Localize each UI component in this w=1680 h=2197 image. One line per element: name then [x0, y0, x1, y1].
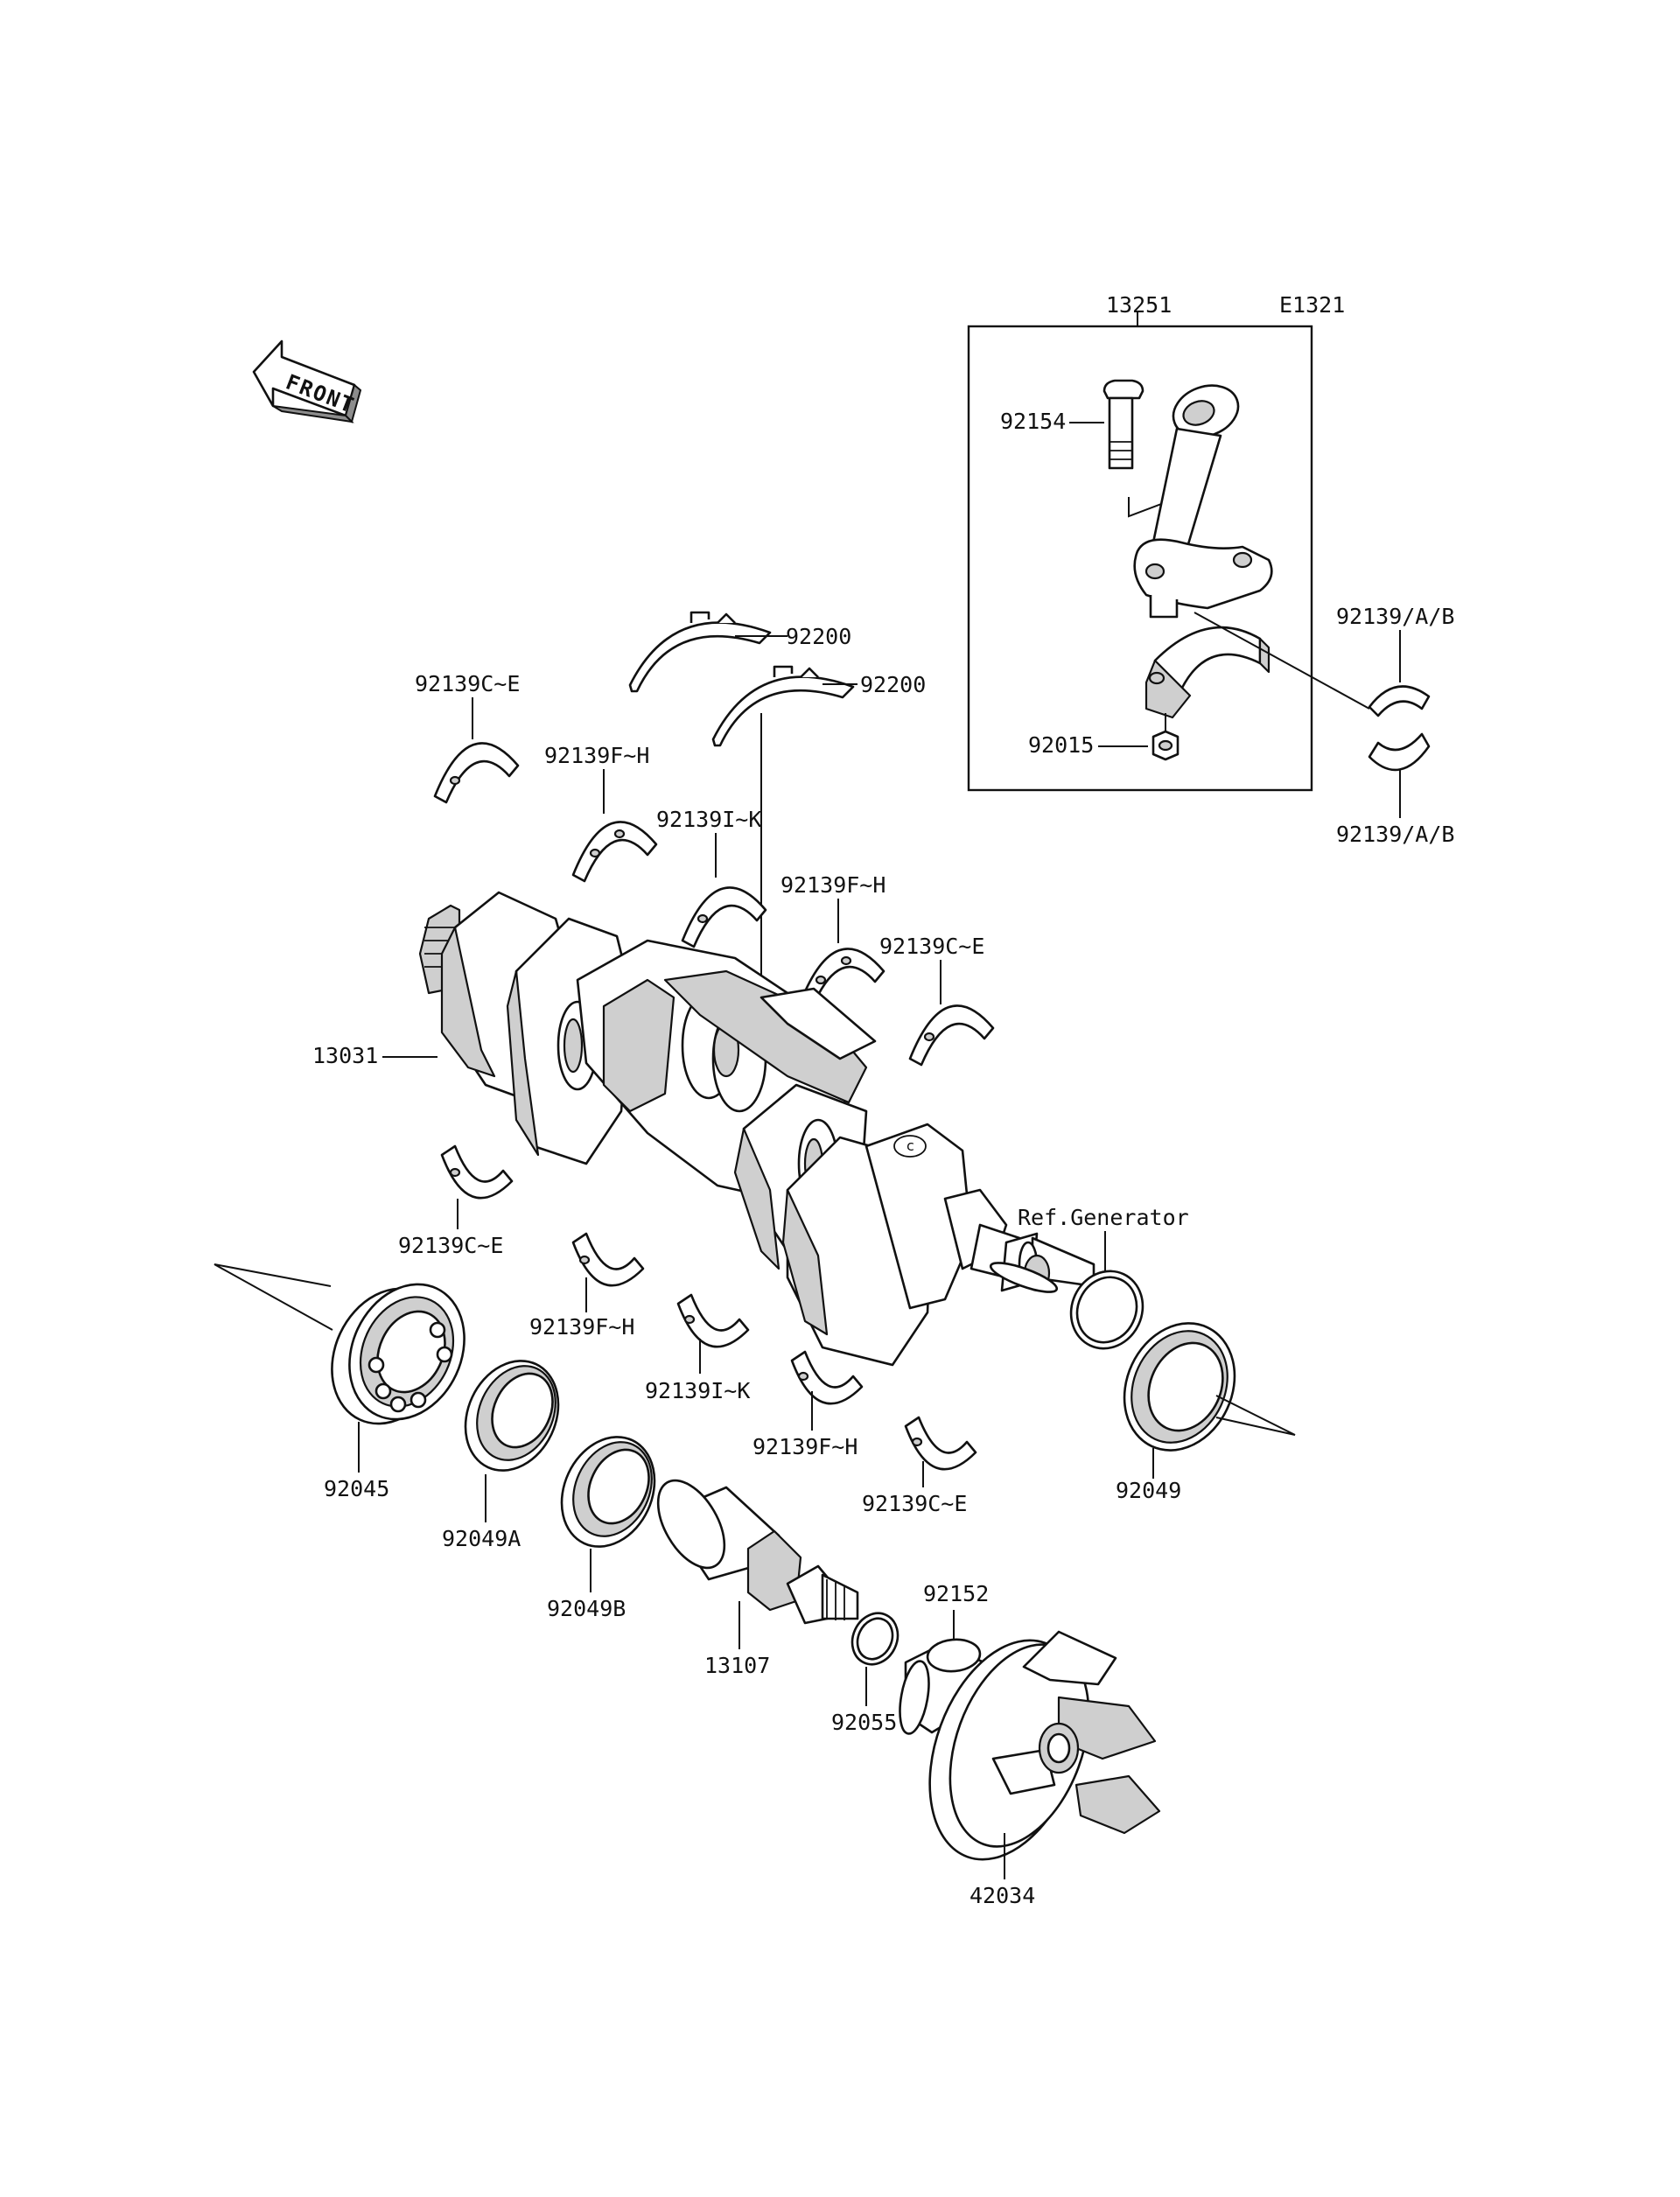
label-92139-ce-upper-1: 92139C~E	[415, 671, 520, 696]
main-bearing-ce-lower-2	[904, 1416, 977, 1471]
label-13107: 13107	[704, 1653, 770, 1678]
svg-text:c: c	[906, 1137, 914, 1154]
conrod-nut	[1152, 730, 1180, 761]
diagram-code: E1321	[1279, 292, 1345, 318]
label-92152: 92152	[923, 1581, 989, 1606]
label-92154: 92154	[1000, 409, 1066, 434]
label-92139-ab-bottom: 92139/A/B	[1336, 822, 1454, 847]
conrod-assembly-box	[967, 325, 1313, 792]
main-bearing-fh-lower-1	[571, 1232, 645, 1287]
conrod-bolt	[1102, 379, 1144, 470]
main-bearing-ik-lower	[676, 1293, 750, 1348]
label-92045: 92045	[324, 1476, 389, 1501]
oil-seal-a	[464, 1360, 560, 1472]
main-bearing-fh-upper-1	[571, 821, 658, 883]
output-shaft	[656, 1479, 859, 1625]
conrod-cap	[1144, 626, 1270, 719]
thrust-washer-lower	[711, 665, 855, 747]
conrod-bearing-upper	[1368, 685, 1431, 717]
main-bearing-fh-lower-2	[790, 1350, 864, 1405]
label-92049-right: 92049	[1116, 1478, 1181, 1503]
label-92139-fh-lower-1: 92139F~H	[529, 1314, 634, 1340]
ball-bearing	[331, 1283, 466, 1425]
label-92139-ik-upper: 92139I~K	[656, 807, 761, 832]
o-ring-generator	[1069, 1270, 1144, 1350]
o-ring	[850, 1612, 900, 1666]
coupling	[928, 1630, 1161, 1861]
label-92200-upper: 92200	[786, 624, 851, 649]
label-92139-fh-upper-2: 92139F~H	[780, 872, 886, 898]
connecting-rod	[1133, 384, 1273, 619]
label-92139-ce-lower-1: 92139C~E	[398, 1233, 503, 1258]
label-92139-fh-upper-1: 92139F~H	[544, 743, 649, 768]
label-92049b: 92049B	[547, 1596, 626, 1621]
main-bearing-ce-upper-2	[908, 1004, 995, 1067]
label-92015: 92015	[1028, 732, 1094, 758]
label-92049a: 92049A	[442, 1526, 521, 1551]
conrod-bearing-lower	[1368, 732, 1431, 772]
oil-seal-b	[560, 1436, 656, 1548]
main-bearing-ce-lower-1	[440, 1144, 514, 1200]
front-arrow-icon: FRONT	[252, 339, 362, 423]
label-92139-fh-lower-2: 92139F~H	[752, 1434, 858, 1459]
main-bearing-ce-upper-1	[433, 742, 520, 804]
main-bearing-ik-upper	[681, 886, 767, 948]
label-92139-ce-lower-2: 92139C~E	[862, 1491, 967, 1516]
main-bearing-fh-upper-2	[799, 948, 886, 1010]
label-92055: 92055	[831, 1710, 897, 1735]
label-92139-ab-top: 92139/A/B	[1336, 604, 1454, 629]
oil-seal-right	[1123, 1322, 1236, 1452]
label-92200-lower: 92200	[860, 672, 926, 697]
label-13251: 13251	[1106, 292, 1172, 318]
label-13031: 13031	[312, 1043, 378, 1068]
thrust-washer-upper	[628, 611, 772, 693]
label-42034: 42034	[970, 1883, 1035, 1908]
label-92139-ik-lower: 92139I~K	[645, 1378, 750, 1403]
crankshaft: c	[418, 891, 1096, 1367]
label-92139-ce-upper-2: 92139C~E	[879, 934, 984, 959]
label-ref-generator: Ref.Generator	[1018, 1205, 1189, 1230]
